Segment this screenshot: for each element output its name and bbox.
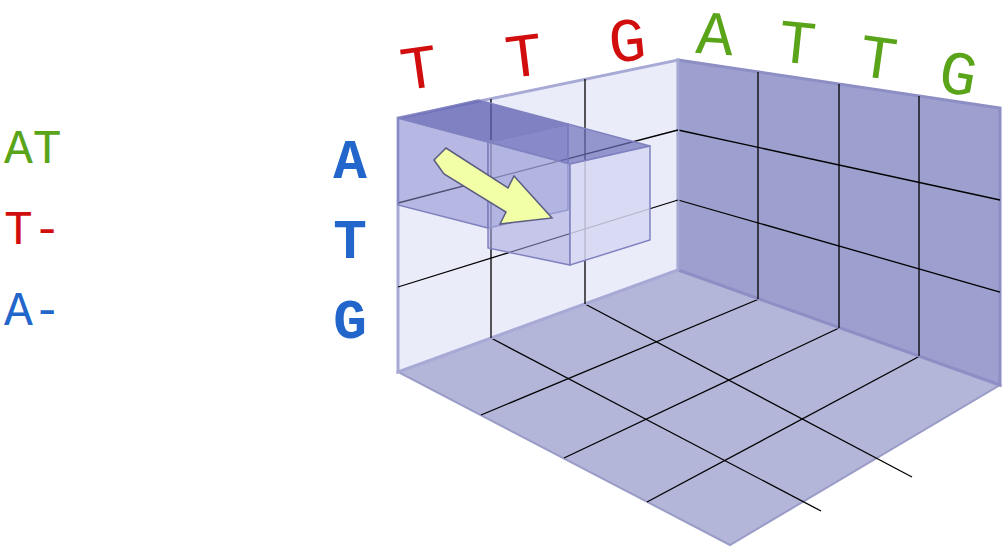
sequence-letter: T — [503, 27, 547, 93]
sequence-letter: G — [606, 12, 649, 78]
sequence-letter: A — [333, 135, 367, 191]
wall-grid — [678, 72, 1000, 356]
sequence-letter: T — [397, 39, 442, 106]
sequence-letter: A — [694, 6, 735, 70]
sequence-letter: T — [333, 215, 367, 271]
sequence-letter: T — [775, 14, 818, 80]
cube-left-face — [398, 60, 678, 372]
sequence-alignment-row: A- — [4, 288, 62, 336]
sequence-alignment-row: AT — [4, 126, 62, 174]
sequence-letter: T — [855, 29, 900, 96]
sequence-letter: G — [934, 44, 981, 112]
face-grid — [398, 79, 678, 338]
step-arrow — [434, 148, 552, 224]
cube-right-wall — [678, 60, 1000, 385]
sequence-letter: G — [333, 295, 367, 351]
sequence-alignment-row: T- — [4, 207, 62, 255]
